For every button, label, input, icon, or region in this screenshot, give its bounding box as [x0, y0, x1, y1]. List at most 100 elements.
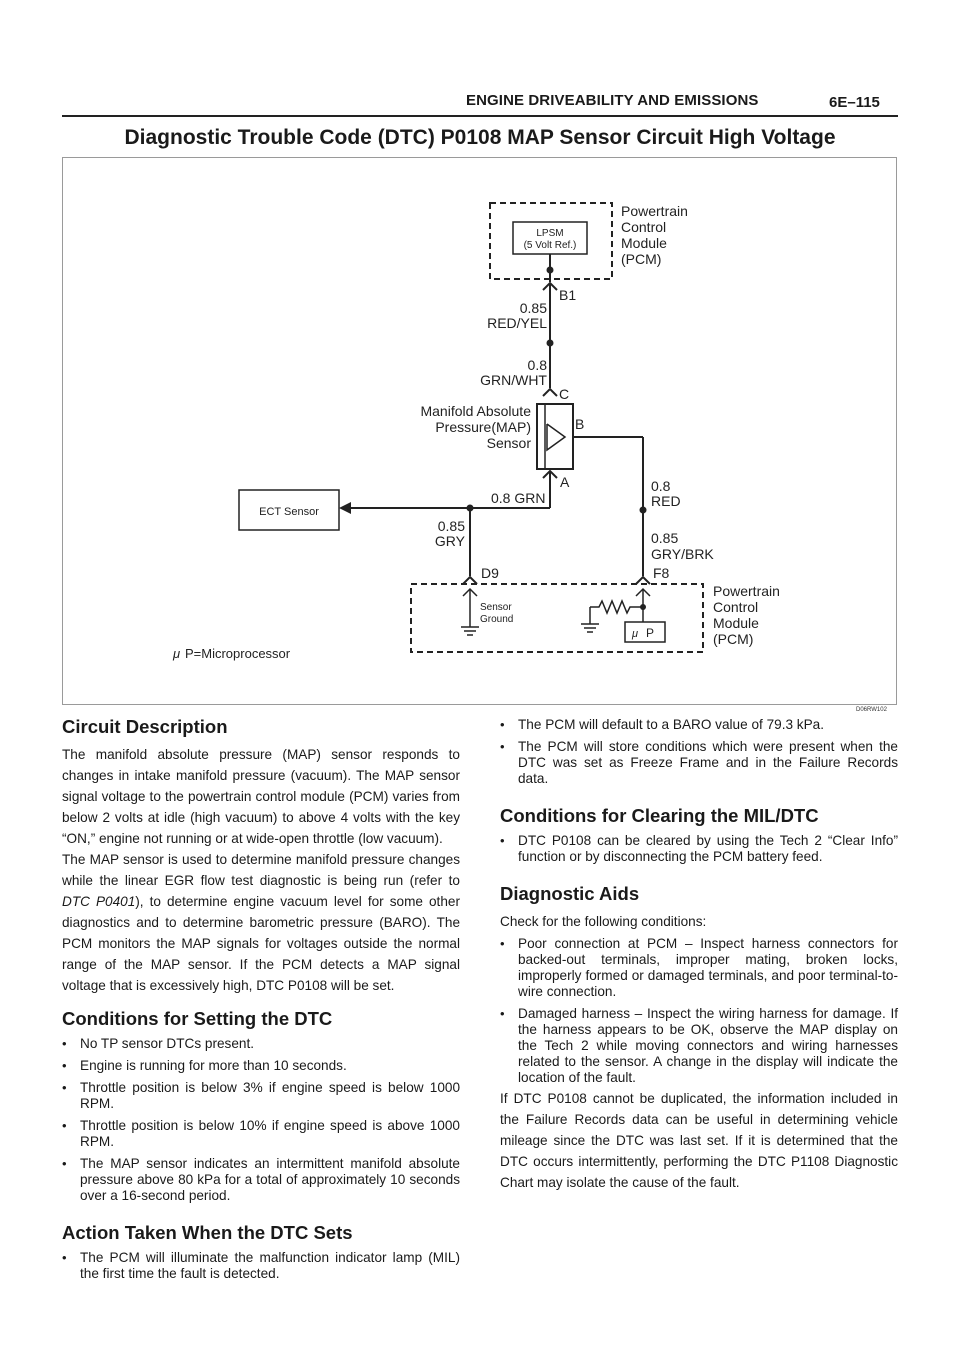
action-taken-list-right: • The PCM will default to a BARO value of… [500, 717, 898, 787]
ect-sensor-box [238, 489, 340, 531]
map-sensor-label-2: Pressure(MAP) [435, 419, 531, 435]
pcm-bottom-label-3: Module [713, 615, 759, 631]
list-item: •No TP sensor DTCs present. [62, 1036, 460, 1052]
wire-red-gauge: 0.8 [651, 478, 671, 494]
list-item: • DTC P0108 can be cleared by using the T… [500, 833, 898, 865]
map-sensor-box [536, 403, 574, 470]
micro-box-label: P [646, 626, 654, 640]
list-item-text: Engine is running for more than 10 secon… [80, 1058, 347, 1073]
list-item: • Throttle position is below 3% if engine… [62, 1080, 460, 1112]
pcm-bottom-dashed-box [410, 583, 704, 653]
diagnostic-aids-heading: Diagnostic Aids [500, 883, 640, 904]
lpsm-label-2: (5 Volt Ref.) [524, 240, 577, 251]
bullet-icon: • [500, 833, 505, 848]
list-item-text: Throttle position is below 10% if engine… [80, 1118, 460, 1149]
legend-label: P=Microprocessor [185, 646, 291, 661]
circuit-description-para-2: The MAP sensor is used to determine mani… [62, 849, 460, 996]
list-item: • The PCM will default to a BARO value of… [500, 717, 898, 733]
splice-dot-5 [640, 604, 646, 610]
wire1-color: RED/YEL [487, 315, 547, 331]
bullet-icon: • [62, 1118, 67, 1133]
list-item-text: The PCM will default to a BARO value of … [518, 717, 825, 732]
list-item-text: Damaged harness – Inspect the wiring har… [518, 1006, 898, 1085]
micro-box-mu: μ [631, 628, 638, 640]
list-item-text: The MAP sensor indicates an intermittent… [80, 1156, 460, 1203]
circuit-description-heading: Circuit Description [62, 716, 228, 737]
pin-d9-label: D9 [481, 565, 499, 581]
pcm-bottom-label-1: Powertrain [713, 583, 780, 599]
wire-gry-gauge: 0.85 [438, 518, 465, 534]
map-sensor-label-1: Manifold Absolute [420, 403, 531, 419]
conditions-setting-list: •No TP sensor DTCs present. • Engine is r… [62, 1036, 460, 1204]
header-section-title: ENGINE DRIVEABILITY AND EMISSIONS [466, 92, 759, 109]
list-item-text: Poor connection at PCM – Inspect harness… [518, 936, 898, 999]
pcm-top-dashed-box [489, 202, 613, 280]
pin-a-label: A [560, 474, 570, 490]
list-item: • Engine is running for more than 10 seco… [62, 1058, 460, 1074]
connector-c [542, 387, 558, 397]
list-item: • Damaged harness – Inspect the wiring ha… [500, 1006, 898, 1086]
arrow-to-ect [339, 502, 351, 514]
diagnostic-aids-intro: Check for the following conditions: [500, 914, 707, 929]
pin-f8-label: F8 [653, 565, 670, 581]
list-item-text: DTC P0108 can be cleared by using the Te… [518, 833, 898, 864]
list-item: • Throttle position is below 10% if engin… [62, 1118, 460, 1150]
page-title: Diagnostic Trouble Code (DTC) P0108 MAP … [124, 126, 836, 149]
wire2-gauge: 0.8 [528, 357, 548, 373]
conditions-clearing-list: • DTC P0108 can be cleared by using the T… [500, 833, 898, 865]
wire-grybrk-gauge: 0.85 [651, 530, 678, 546]
pin-b-label: B [575, 416, 584, 432]
wire-red-color: RED [651, 493, 681, 509]
pcm-bottom-label-4: (PCM) [713, 631, 753, 647]
bullet-icon: • [500, 739, 505, 754]
list-item-text: Throttle position is below 3% if engine … [80, 1080, 460, 1111]
action-taken-heading: Action Taken When the DTC Sets [62, 1222, 353, 1243]
lpsm-label-1: LPSM [536, 228, 563, 239]
pin-c-label: C [559, 386, 569, 402]
splice-dot-2 [546, 339, 554, 347]
header-page-number: 6E–115 [829, 94, 880, 111]
list-item: •The PCM will illuminate the malfunction… [62, 1250, 460, 1282]
pcm-top-label-3: Module [621, 235, 667, 251]
right-column: • The PCM will default to a BARO value of… [500, 717, 898, 1193]
wiring-diagram: Powertrain Control Module (PCM) LPSM (5 … [62, 157, 897, 705]
microprocessor-box [624, 621, 666, 643]
wiring-diagram-svg: Powertrain Control Module (PCM) LPSM (5 … [172, 202, 780, 661]
pullup-resistor [590, 599, 643, 615]
sensor-ground-label-1: Sensor [480, 602, 512, 613]
list-item-text: The PCM will illuminate the malfunction … [80, 1250, 460, 1281]
bullet-icon: • [500, 1006, 505, 1021]
pcm-top-label-2: Control [621, 219, 666, 235]
map-sensor-label-3: Sensor [487, 435, 532, 451]
figure-id: D06RW102 [856, 707, 887, 713]
pcm-bottom-label-2: Control [713, 599, 758, 615]
splice-dot-1 [546, 266, 554, 274]
wire2-color: GRN/WHT [480, 372, 547, 388]
diagnostic-aids-list: • Poor connection at PCM – Inspect harnes… [500, 936, 898, 1086]
pin-b1-label: B1 [559, 287, 576, 303]
action-taken-list-left: •The PCM will illuminate the malfunction… [62, 1250, 460, 1282]
circuit-description-para-1: The manifold absolute pressure (MAP) sen… [62, 747, 460, 846]
list-item-text: The PCM will store conditions which were… [518, 739, 898, 786]
pcm-top-label-1: Powertrain [621, 203, 688, 219]
sensor-ground-label-2: Ground [480, 614, 513, 625]
connector-d9 [462, 575, 478, 585]
bullet-icon: • [500, 717, 505, 732]
splice-dot-4 [639, 506, 647, 514]
bullet-icon: • [62, 1036, 67, 1051]
splice-dot-3 [466, 504, 474, 512]
list-item: • The MAP sensor indicates an intermitten… [62, 1156, 460, 1204]
bullet-icon: • [62, 1156, 67, 1171]
wire1-gauge: 0.85 [520, 300, 547, 316]
list-item: • The PCM will store conditions which wer… [500, 739, 898, 787]
dtc-p0401-reference: DTC P0401 [62, 894, 136, 909]
header-rule [62, 115, 898, 117]
map-sensor-symbol [546, 423, 567, 452]
legend-mu: μ [172, 646, 180, 661]
wire-grybrk-color: GRY/BRK [651, 546, 714, 562]
bullet-icon: • [62, 1058, 67, 1073]
diagnostic-aids-closing: If DTC P0108 cannot be duplicated, the i… [500, 1091, 898, 1190]
conditions-setting-heading: Conditions for Setting the DTC [62, 1008, 333, 1029]
bullet-icon: • [62, 1080, 67, 1095]
para2-part-b: ), to determine engine vacuum level for … [62, 894, 460, 993]
